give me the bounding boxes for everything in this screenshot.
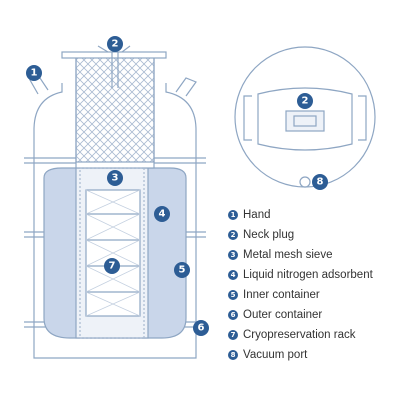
cryopreservation-rack: [85, 189, 141, 317]
right-handle: [175, 77, 197, 97]
callout-8: 8: [312, 174, 328, 190]
callout-2-top: 2: [297, 93, 313, 109]
callout-1: 1: [26, 65, 42, 81]
callout-7: 7: [104, 258, 120, 274]
callout-3: 3: [107, 170, 123, 186]
svg-text:4: 4: [159, 209, 166, 220]
top-view: [234, 46, 376, 188]
callout-6: 6: [193, 320, 209, 336]
svg-text:7: 7: [109, 261, 116, 272]
neck-plug: [75, 55, 155, 163]
svg-text:8: 8: [317, 177, 324, 188]
callout-5: 5: [174, 262, 190, 278]
metal-mesh-sieve: [79, 167, 145, 339]
top-neck-plug: [285, 110, 325, 132]
svg-text:1: 1: [31, 68, 38, 79]
svg-text:2: 2: [302, 96, 309, 107]
svg-text:6: 6: [198, 323, 205, 334]
svg-text:2: 2: [112, 39, 119, 50]
svg-text:3: 3: [112, 173, 119, 184]
svg-text:5: 5: [179, 265, 186, 276]
callout-2: 2: [107, 36, 123, 52]
side-view: [24, 45, 206, 359]
callout-4: 4: [154, 206, 170, 222]
